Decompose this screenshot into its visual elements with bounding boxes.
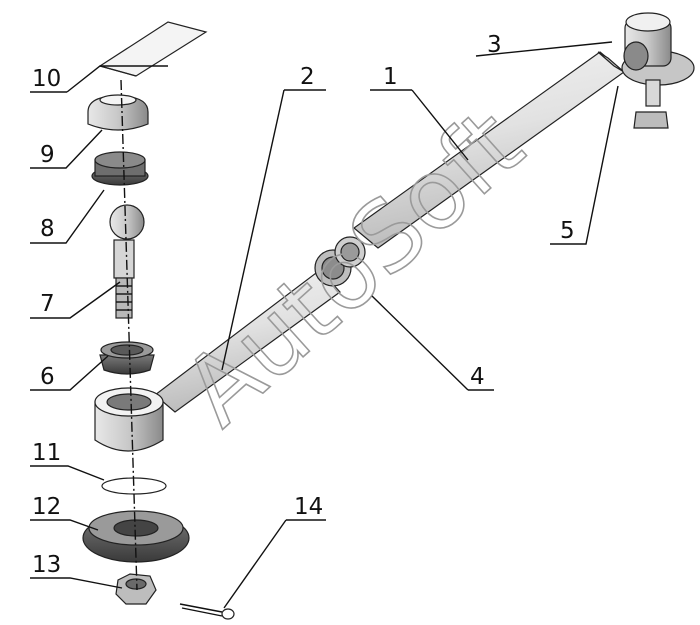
label-1: 1 [383,64,398,90]
label-11: 11 [32,440,61,466]
insert-part-8 [91,151,149,186]
label-6: 6 [40,364,55,390]
leader-lines [30,41,619,609]
label-7: 7 [40,291,55,317]
right-joint-head-part-3 [621,12,695,129]
assembly-axis [120,79,138,591]
clamp-nut-part-4 [314,236,366,287]
cover-plate-part-10 [98,21,208,77]
label-9: 9 [40,142,55,168]
label-3: 3 [487,32,502,58]
label-5: 5 [560,218,575,244]
cap-part-9 [87,94,149,131]
castle-nut-part-13 [115,573,157,605]
label-8: 8 [40,216,55,242]
label-12: 12 [32,494,61,520]
cotter-pin-part-14 [179,603,235,620]
label-4: 4 [470,364,485,390]
ball-pin-part-7 [109,204,145,319]
label-10: 10 [32,66,61,92]
left-joint-housing [94,387,164,452]
liner-part-6 [99,341,155,375]
label-2: 2 [300,64,315,90]
label-14: 14 [294,494,323,520]
watermark: AutoSoft [162,88,543,447]
label-13: 13 [32,552,61,578]
